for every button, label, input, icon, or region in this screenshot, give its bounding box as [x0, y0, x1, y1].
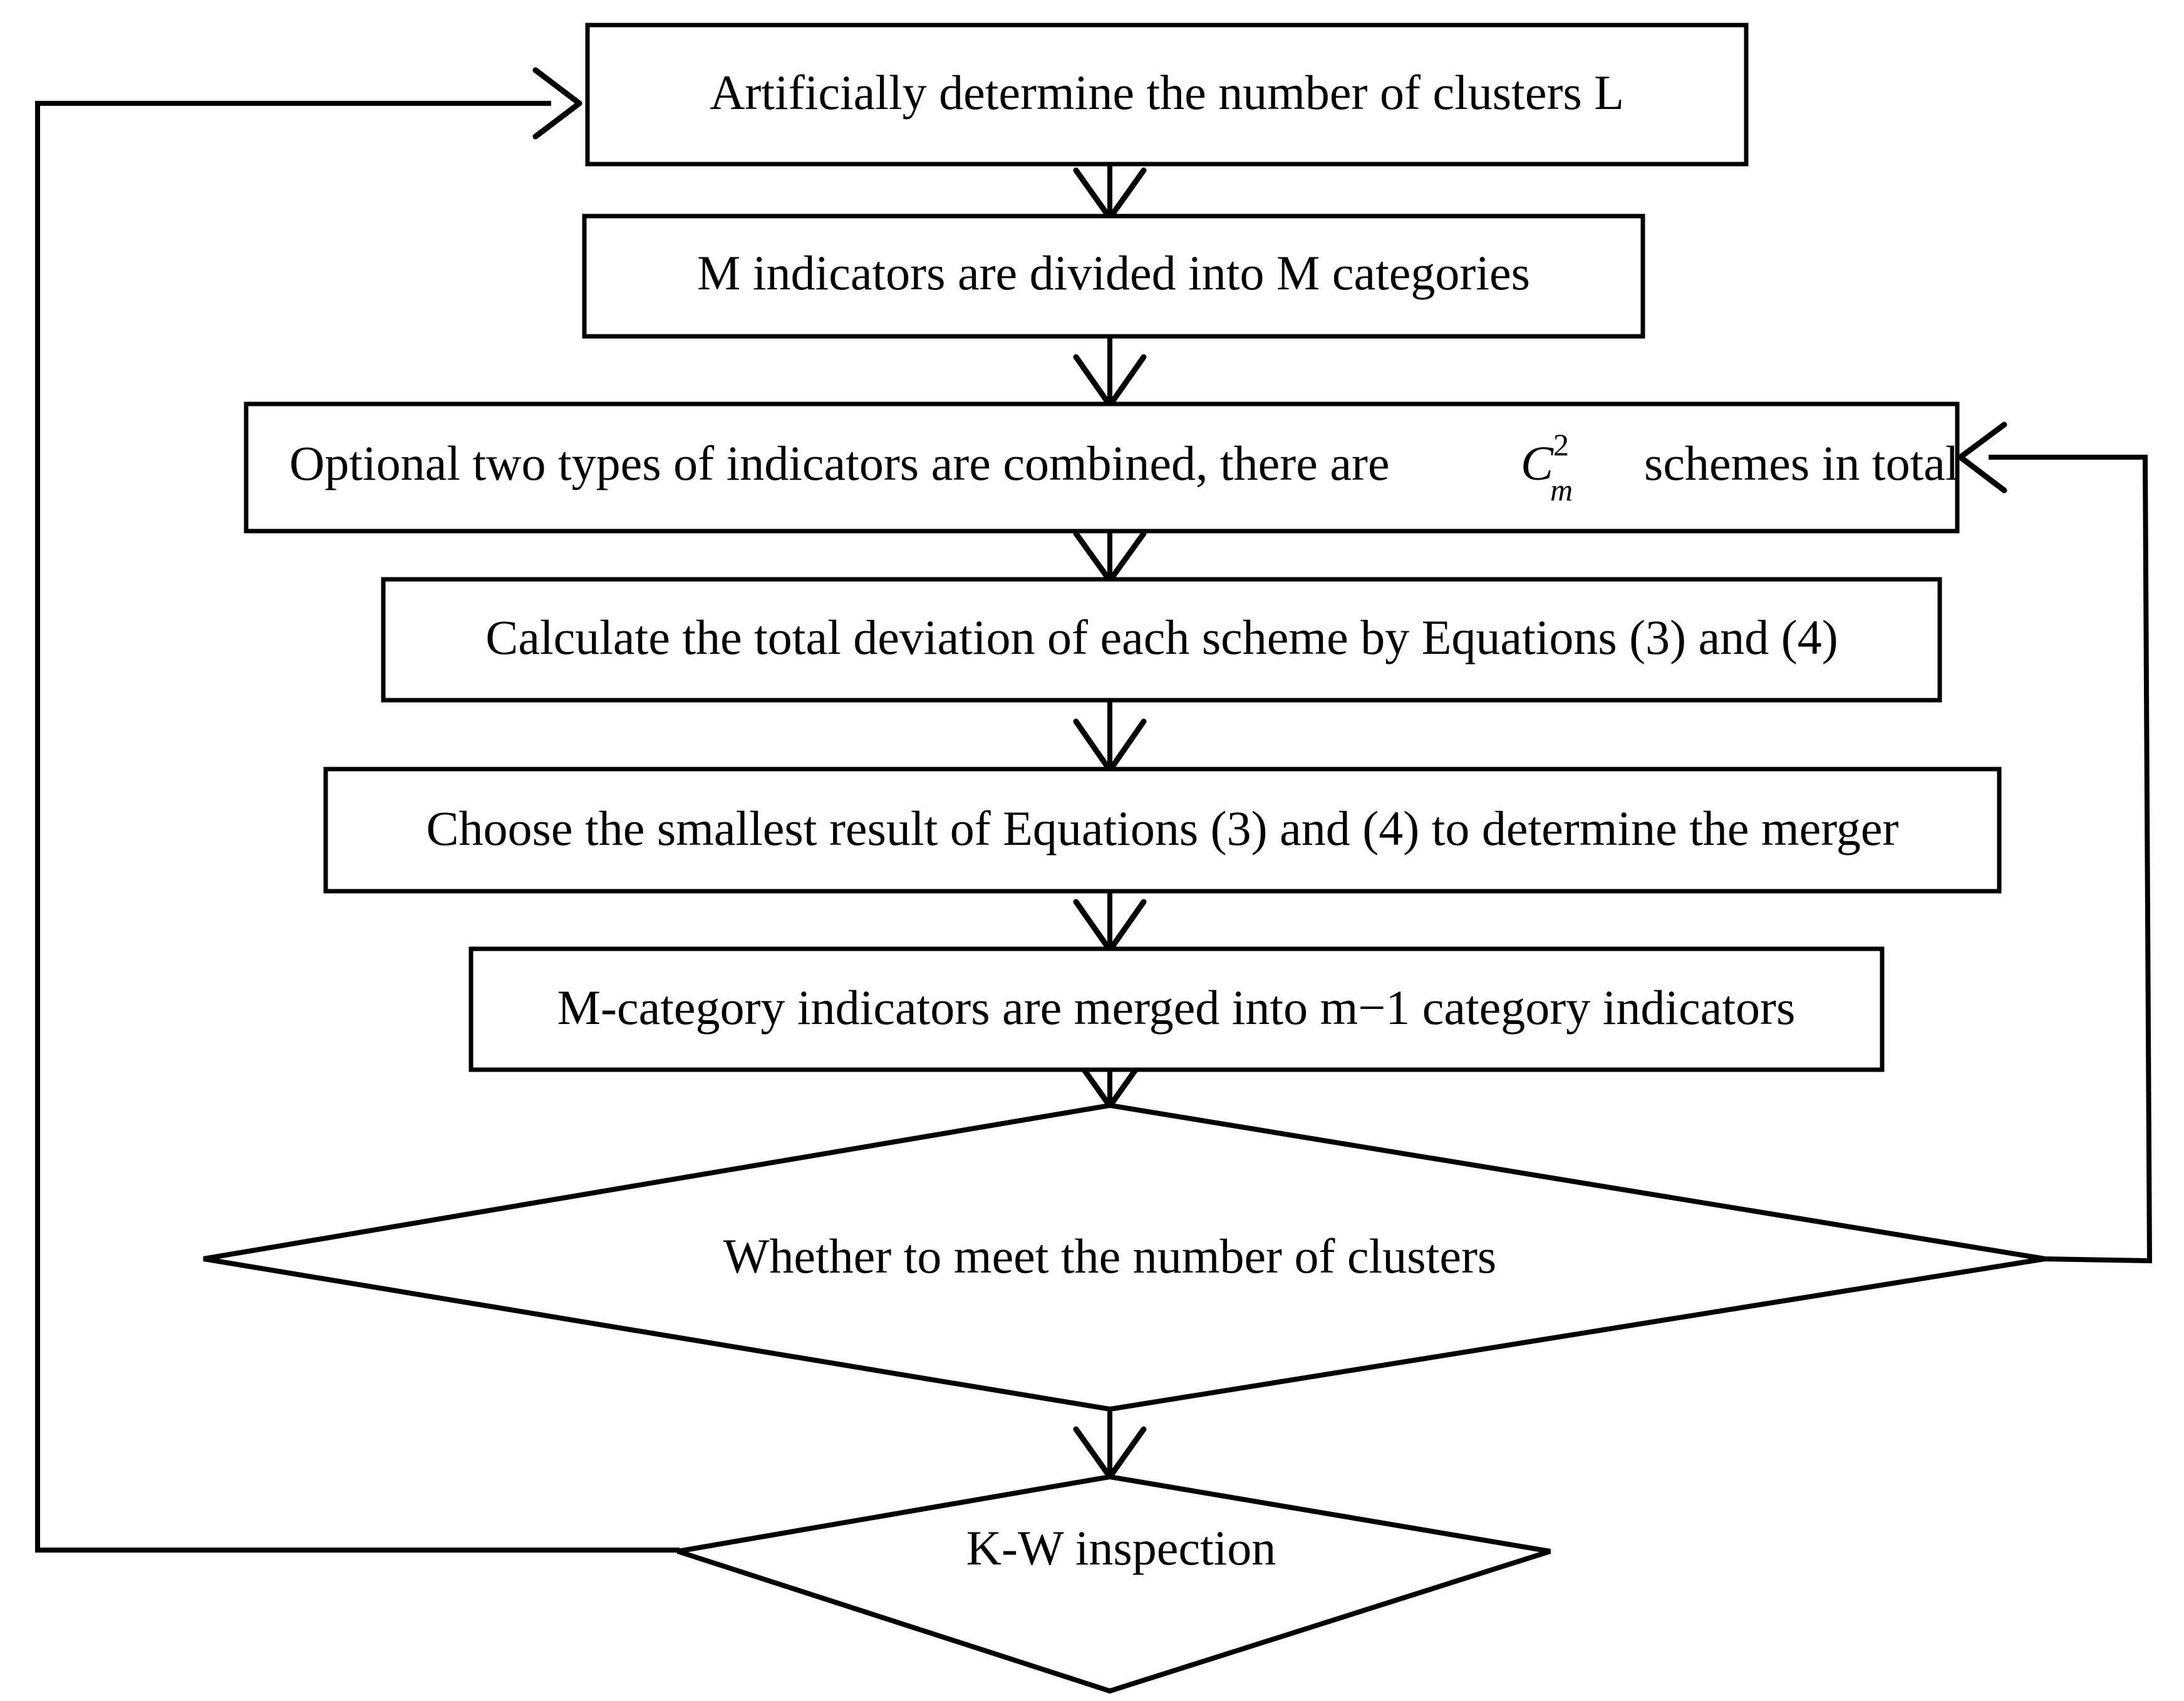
node-rect: [381, 577, 1942, 703]
node-box-optional-two-types[interactable]: Optional two types of indicators are com…: [244, 401, 1960, 534]
node-rect: [582, 214, 1645, 339]
node-label-before: Optional two types of indicators are com…: [289, 436, 1390, 490]
arrowhead-icon: [1957, 421, 2007, 494]
node-label: M-category indicators are merged into m−…: [557, 980, 1796, 1035]
edge-path: [35, 101, 680, 1553]
node-rect: [244, 401, 1960, 534]
edge-path: [1989, 455, 2153, 1264]
node-rect: [323, 767, 2002, 894]
node-diamond: [203, 1102, 2046, 1412]
node-rect: [585, 23, 1749, 167]
node-label: Artificially determine the number of clu…: [710, 65, 1624, 120]
node-rect: [468, 946, 1885, 1072]
edge-box3-to-box4: [1073, 530, 1147, 584]
node-box-calculate-deviation[interactable]: Calculate the total deviation of each sc…: [381, 577, 1942, 703]
node-box-merge-categories[interactable]: M-category indicators are merged into m−…: [468, 946, 1885, 1072]
node-label: Calculate the total deviation of each sc…: [485, 610, 1838, 664]
node-label-math: C2 m: [1521, 427, 1573, 507]
node-label-suffix: schemes in total: [1644, 436, 1959, 490]
node-diamond: [676, 1474, 1551, 1694]
node-decision-meet-clusters[interactable]: Whether to meet the number of clusters: [203, 1102, 2046, 1412]
math-superscript: 2: [1553, 427, 1569, 462]
node-label-after: schemes in total: [1644, 436, 1959, 490]
node-label: K-W inspection: [966, 1521, 1276, 1575]
node-label: Whether to meet the number of clusters: [723, 1229, 1497, 1283]
math-subscript: m: [1550, 472, 1573, 507]
arrowhead-icon: [532, 67, 582, 140]
edge-box1-to-box2: [1073, 164, 1147, 221]
node-decision-kw-inspection[interactable]: K-W inspection: [676, 1474, 1551, 1694]
node-label-prefix: Optional two types of indicators are com…: [289, 436, 1390, 490]
node-label: M indicators are divided into M categori…: [697, 246, 1530, 300]
edge-decision-to-box3: [1957, 421, 2153, 1264]
node-box-m-indicators-categories[interactable]: M indicators are divided into M categori…: [582, 214, 1645, 339]
edge-decision-to-kw-inspection: [1073, 1410, 1147, 1480]
node-label: Choose the smallest result of Equations …: [427, 801, 1899, 856]
edge-box2-to-box3: [1073, 336, 1147, 408]
node-box-choose-smallest[interactable]: Choose the smallest result of Equations …: [323, 767, 2002, 894]
edge-kw-inspection-to-box1: [35, 67, 680, 1553]
edge-box5-to-box6: [1073, 891, 1147, 953]
edge-box4-to-box5: [1073, 700, 1147, 773]
math-base: C: [1521, 436, 1554, 490]
node-box-clusters-l[interactable]: Artificially determine the number of clu…: [585, 23, 1749, 167]
